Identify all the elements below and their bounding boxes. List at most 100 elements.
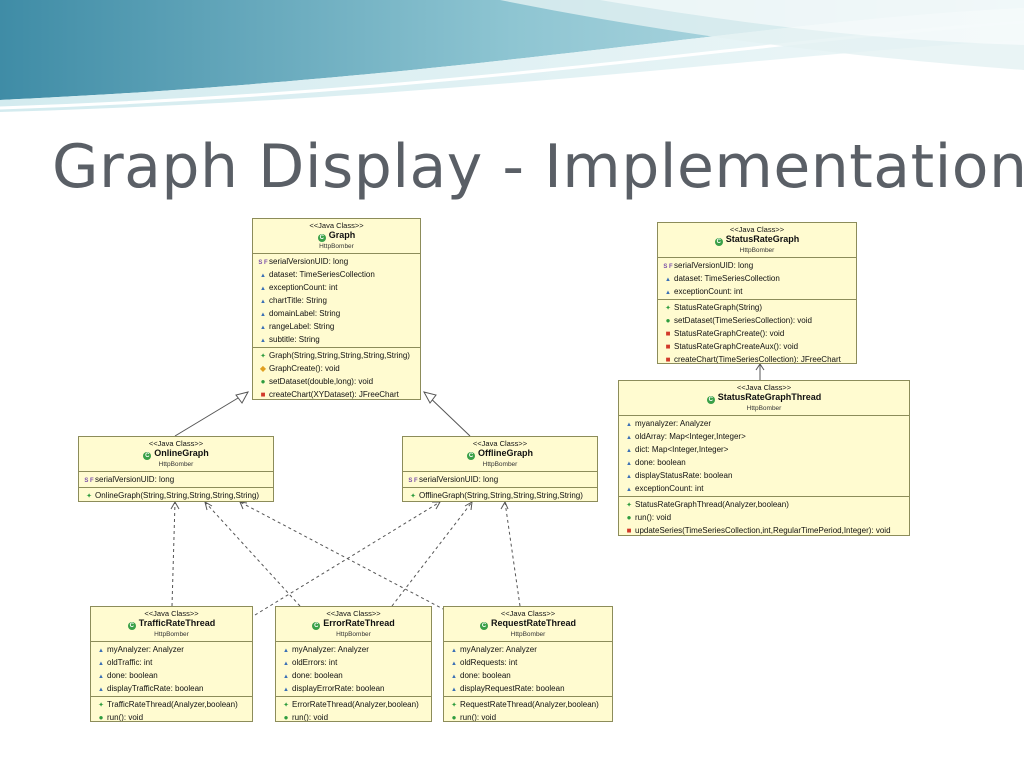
class-field[interactable]: ▲myanalyzer: Analyzer xyxy=(619,417,909,430)
dependency-arrowhead xyxy=(755,363,765,371)
class-name: Graph xyxy=(328,230,356,240)
class-name: OfflineGraph xyxy=(477,448,533,458)
static-final-icon: S F xyxy=(408,478,418,484)
class-field[interactable]: ▲oldErrors: int xyxy=(276,656,431,669)
class-field[interactable]: ▲myAnalyzer: Analyzer xyxy=(91,643,252,656)
class-method[interactable]: ✦OnlineGraph(String,String,String,String… xyxy=(79,489,273,501)
class-method[interactable]: ●run(): void xyxy=(444,711,612,722)
private-method-icon: ■ xyxy=(260,390,266,399)
class-methods: ✦StatusRateGraph(String)●setDataset(Time… xyxy=(658,300,856,363)
class-name: OnlineGraph xyxy=(154,448,209,458)
class-package: HttpBomber xyxy=(510,631,546,638)
class-field[interactable]: ▲displayRequestRate: boolean xyxy=(444,682,612,695)
class-method[interactable]: ■createChart(TimeSeriesCollection): JFre… xyxy=(658,353,856,363)
class-method[interactable]: ■updateSeries(TimeSeriesCollection,int,R… xyxy=(619,524,909,535)
class-method[interactable]: ●run(): void xyxy=(619,511,909,524)
class-field[interactable]: ▲domainLabel: String xyxy=(253,307,420,320)
class-field[interactable]: S FserialVersionUID: long xyxy=(658,259,856,272)
class-package: HttpBomber xyxy=(482,461,518,468)
dependency-arrowhead xyxy=(239,501,248,510)
class-method[interactable]: ●run(): void xyxy=(276,711,431,722)
class-field[interactable]: ▲displayTrafficRate: boolean xyxy=(91,682,252,695)
constructor-icon: ✦ xyxy=(410,493,416,500)
class-field[interactable]: ▲done: boolean xyxy=(619,456,909,469)
generalization-arrowhead xyxy=(423,391,437,404)
class-method[interactable]: ✦Graph(String,String,String,String,Strin… xyxy=(253,349,420,362)
class-method[interactable]: ✦StatusRateGraphThread(Analyzer,boolean) xyxy=(619,498,909,511)
generalization-arrowhead xyxy=(235,391,249,404)
class-method[interactable]: ✦RequestRateThread(Analyzer,boolean) xyxy=(444,698,612,711)
class-field[interactable]: ▲displayStatusRate: boolean xyxy=(619,469,909,482)
class-method[interactable]: ●run(): void xyxy=(91,711,252,721)
class-icon: C xyxy=(317,234,326,242)
dependency-request-to-online xyxy=(239,501,446,611)
class-field[interactable]: ▲exceptionCount: int xyxy=(619,482,909,495)
class-field[interactable]: S FserialVersionUID: long xyxy=(253,255,420,268)
class-field[interactable]: ▲dict: Map<Integer,Integer> xyxy=(619,443,909,456)
class-method[interactable]: ■StatusRateGraphCreate(): void xyxy=(658,327,856,340)
class-field[interactable]: ▲oldTraffic: int xyxy=(91,656,252,669)
dependency-error-to-online xyxy=(204,501,301,607)
class-package: HttpBomber xyxy=(746,405,782,412)
field-triangle-icon: ▲ xyxy=(260,338,266,344)
field-triangle-icon: ▲ xyxy=(451,648,457,654)
class-field[interactable]: ▲exceptionCount: int xyxy=(253,281,420,294)
class-method[interactable]: ■StatusRateGraphCreateAux(): void xyxy=(658,340,856,353)
constructor-icon: ✦ xyxy=(665,305,671,312)
class-field[interactable]: ▲done: boolean xyxy=(444,669,612,682)
class-field[interactable]: ▲myAnalyzer: Analyzer xyxy=(444,643,612,656)
class-method[interactable]: ●setDataset(TimeSeriesCollection): void xyxy=(658,314,856,327)
dependency-arrowhead xyxy=(432,501,441,510)
dependency-traffic-to-online xyxy=(171,501,176,607)
class-field[interactable]: ▲dataset: TimeSeriesCollection xyxy=(253,268,420,281)
class-stereotype: <<Java Class>> xyxy=(500,609,556,618)
field-triangle-icon: ▲ xyxy=(451,661,457,667)
class-method[interactable]: ✦OfflineGraph(String,String,String,Strin… xyxy=(403,489,597,501)
class-field[interactable]: ▲subtitle: String xyxy=(253,333,420,346)
class-name: ErrorRateThread xyxy=(323,618,395,628)
dependency-arrowhead xyxy=(204,500,213,511)
field-triangle-icon: ▲ xyxy=(451,687,457,693)
class-field[interactable]: ▲exceptionCount: int xyxy=(658,285,856,298)
class-method[interactable]: ◆GraphCreate(): void xyxy=(253,362,420,375)
class-method[interactable]: ●setDataset(double,long): void xyxy=(253,375,420,388)
class-field[interactable]: S FserialVersionUID: long xyxy=(403,473,597,486)
class-field[interactable]: ▲done: boolean xyxy=(91,669,252,682)
class-field[interactable]: ▲dataset: TimeSeriesCollection xyxy=(658,272,856,285)
public-method-icon: ● xyxy=(451,713,457,722)
class-field[interactable]: ▲rangeLabel: String xyxy=(253,320,420,333)
class-field[interactable]: ▲done: boolean xyxy=(276,669,431,682)
class-field[interactable]: S FserialVersionUID: long xyxy=(79,473,273,486)
class-field[interactable]: ▲chartTitle: String xyxy=(253,294,420,307)
class-package: HttpBomber xyxy=(158,461,194,468)
class-methods: ✦OfflineGraph(String,String,String,Strin… xyxy=(403,488,597,501)
class-field[interactable]: ▲oldRequests: int xyxy=(444,656,612,669)
public-method-icon: ● xyxy=(283,713,289,722)
class-field[interactable]: ▲displayErrorRate: boolean xyxy=(276,682,431,695)
class-icon: C xyxy=(143,452,152,460)
field-triangle-icon: ▲ xyxy=(626,435,632,441)
class-method[interactable]: ✦TrafficRateThread(Analyzer,boolean) xyxy=(91,698,252,711)
constructor-icon: ✦ xyxy=(86,493,92,500)
class-field[interactable]: ▲oldArray: Map<Integer,Integer> xyxy=(619,430,909,443)
class-field[interactable]: ▲myAnalyzer: Analyzer xyxy=(276,643,431,656)
class-method[interactable]: ✦ErrorRateThread(Analyzer,boolean) xyxy=(276,698,431,711)
class-stereotype: <<Java Class>> xyxy=(144,609,199,618)
class-method[interactable]: ✦StatusRateGraph(String) xyxy=(658,301,856,314)
class-method[interactable]: ■createChart(XYDataset): JFreeChart xyxy=(253,388,420,399)
field-triangle-icon: ▲ xyxy=(451,674,457,680)
class-name: StatusRateGraph xyxy=(725,234,800,244)
class-icon: C xyxy=(706,396,715,404)
